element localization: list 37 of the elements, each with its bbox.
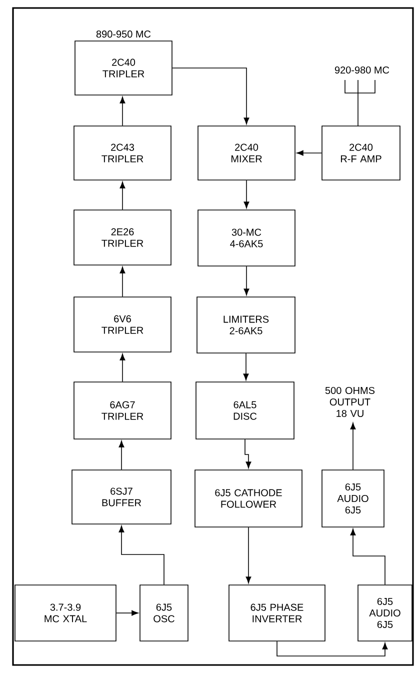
arrow	[246, 527, 252, 584]
block-box: 3.7-3.9 MC XTAL	[14, 584, 116, 642]
frequency-label: 920-980 MC	[334, 66, 390, 74]
block-box: 6J5 PHASE INVERTER	[228, 584, 326, 642]
arrow	[118, 440, 124, 470]
block-box: 2C40 MIXER	[198, 126, 296, 180]
arrow	[244, 439, 252, 468]
block-box: 2C40 R-F AMP	[322, 126, 400, 180]
arrow	[350, 528, 386, 585]
frequency-label: 890-950 MC	[96, 30, 151, 38]
arrow	[120, 354, 126, 382]
block-box: 6J5 OSC	[140, 584, 188, 642]
block-box: 2C43 TRIPLER	[74, 126, 172, 180]
output-note: 500 OHMS OUTPUT 18 VU	[325, 386, 375, 418]
block-box: 6V6 TRIPLER	[74, 296, 172, 352]
arrow	[243, 353, 249, 380]
block-box: 6SJ7 BUFFER	[72, 470, 172, 524]
block-box: 6J5 AUDIO 6J5	[322, 470, 384, 528]
arrow	[172, 68, 250, 124]
arrow	[118, 526, 164, 585]
arrow	[120, 182, 126, 210]
arrow	[350, 422, 356, 470]
block-box: 6J5 CATHODE FOLLOWER	[194, 470, 302, 528]
arrow	[244, 180, 250, 208]
arrow	[116, 610, 138, 616]
arrow	[276, 641, 388, 656]
arrow	[296, 150, 322, 156]
block-box: 6AG7 TRIPLER	[74, 382, 172, 440]
block-box: 2E26 TRIPLER	[74, 210, 172, 266]
arrow	[244, 266, 250, 296]
block-box: LIMITERS 2-6AK5	[196, 296, 296, 354]
block-box: 2C40 TRIPLER	[74, 40, 172, 96]
block-box: 6J5 AUDIO 6J5	[358, 584, 412, 642]
block-box: 6AL5 DISC	[196, 382, 294, 440]
block-box: 30-MC 4-6AK5	[198, 210, 296, 266]
arrow	[120, 266, 126, 297]
arrow	[120, 96, 126, 126]
